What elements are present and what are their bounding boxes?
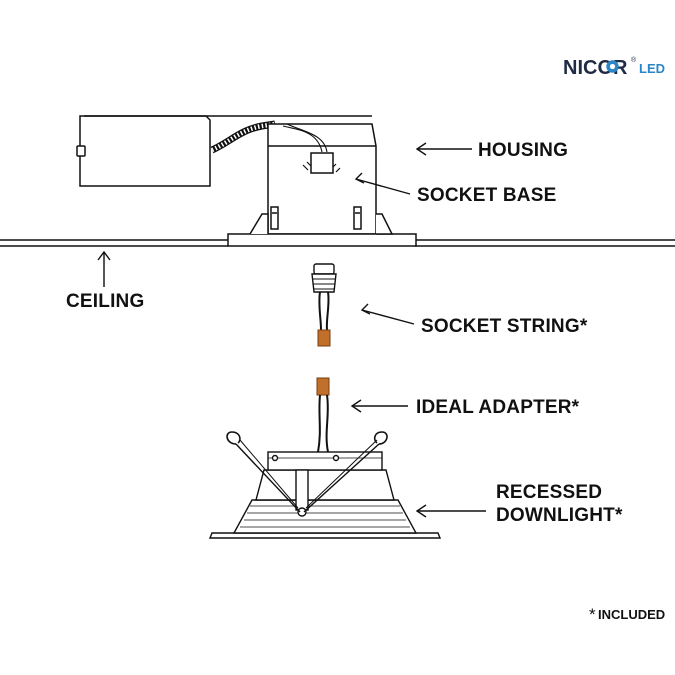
footnote-text: INCLUDED (598, 607, 665, 622)
junction-box (79, 115, 211, 187)
callout-arrows (97, 142, 486, 518)
ceiling-arrow (97, 250, 111, 287)
downlight-arrow (415, 504, 486, 518)
socket-base (310, 152, 334, 174)
housing-arrow (415, 142, 472, 156)
footnote: * INCLUDED (589, 605, 665, 624)
ideal-adapter (316, 377, 330, 453)
junction-box-tab (76, 145, 86, 157)
footnote-star: * (589, 605, 596, 624)
recessed-label-line1: RECESSED (496, 482, 602, 503)
brand-suffix: LED (639, 61, 665, 76)
brand-sun-icon (606, 60, 619, 73)
socket-string (311, 263, 337, 347)
flex-conduit (210, 120, 276, 154)
downlight-body (255, 469, 395, 501)
registered-mark: ® (631, 56, 637, 64)
downlight-trim (208, 532, 442, 539)
brand-logo: NICOR ® LED (563, 56, 665, 79)
downlight-baffle (232, 499, 418, 534)
recessed-label-line2: DOWNLIGHT* (496, 505, 623, 526)
housing-assembly (76, 115, 417, 247)
downlight-driver (267, 451, 383, 471)
torsion-spring-right (373, 431, 388, 445)
housing-clip-right (353, 206, 362, 230)
mounting-frame (227, 233, 417, 247)
socket-string-label: SOCKET STRING* (421, 316, 588, 337)
socket-string-arrow (360, 303, 415, 325)
socket-base-label: SOCKET BASE (417, 185, 556, 206)
torsion-spring-left (226, 431, 241, 445)
housing-label: HOUSING (478, 140, 568, 161)
recessed-downlight (208, 431, 442, 539)
ideal-adapter-label: IDEAL ADAPTER* (416, 397, 580, 418)
ideal-adapter-arrow (350, 399, 408, 413)
ceiling-line (0, 239, 675, 247)
ceiling-label: CEILING (66, 291, 144, 312)
socket-string-connector (317, 329, 331, 347)
socket-base-arrow (354, 172, 411, 195)
housing-clip-left (270, 206, 279, 230)
ideal-adapter-connector (316, 377, 330, 396)
